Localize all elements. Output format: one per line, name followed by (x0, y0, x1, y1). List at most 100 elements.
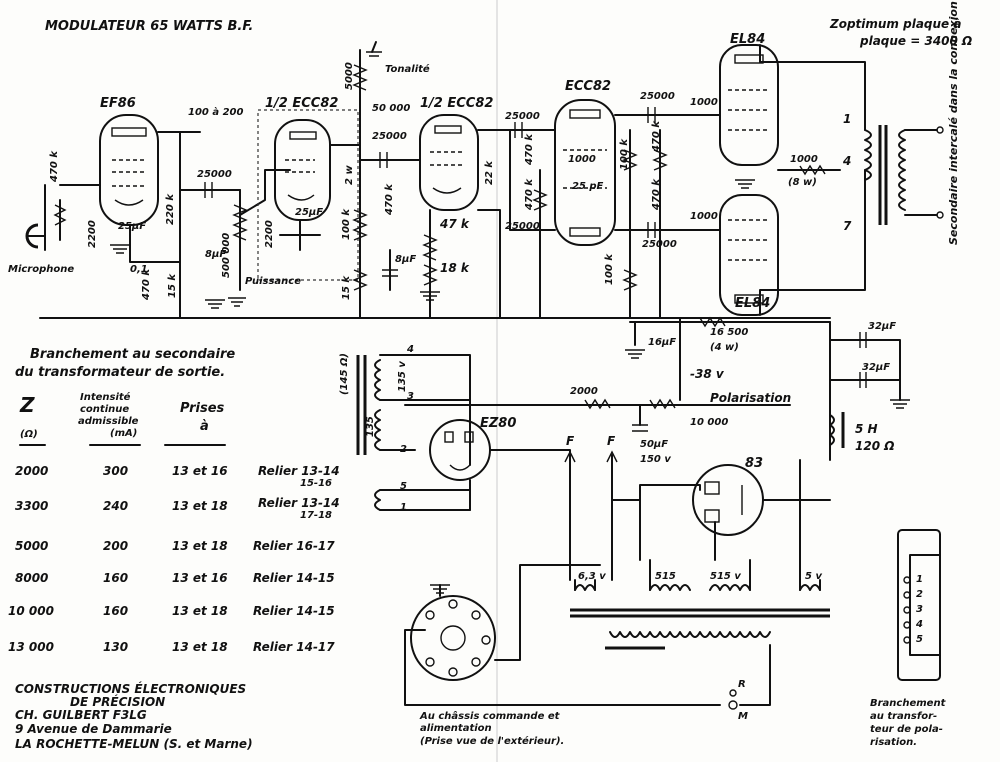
pin-1: 1 (916, 574, 923, 585)
footer-line2: DE PRÉCISION (70, 695, 166, 709)
cell-i: 200 (103, 539, 129, 553)
val-100k-a: 100 k (341, 208, 352, 240)
val-2000: 2000 (570, 386, 598, 397)
choke-5h (829, 414, 835, 446)
cell-i: 300 (103, 464, 129, 478)
val-8uf-b: 8µF (395, 254, 417, 265)
resistor-470k-mic (53, 204, 67, 226)
val-22k: 22 k (484, 160, 495, 185)
val-470k-c: 470 k (384, 183, 395, 215)
diagram-title: MODULATEUR 65 WATTS B.F. (45, 19, 254, 34)
M-label: M (738, 711, 748, 722)
val-4w: (4 w) (710, 342, 739, 353)
v135b-label: 135 (365, 416, 376, 437)
val-25uf-b: 25µF (295, 207, 324, 218)
ecc82-half-b-label: 1/2 ECC82 (420, 96, 494, 111)
chassis-socket (410, 595, 496, 681)
polarisation-label: Polarisation (710, 391, 792, 405)
cell-z: 2000 (15, 464, 49, 478)
sec-5: 5 (400, 481, 407, 492)
tube-83 (692, 464, 764, 536)
v515a-label: 515 (655, 571, 676, 582)
val-5000: 5000 (344, 62, 355, 90)
val-25000-e: 25000 (640, 91, 675, 102)
col-i-1: Intensité (80, 392, 131, 403)
choke-ohm-label: 120 Ω (855, 439, 895, 453)
cell-z: 3300 (15, 499, 49, 513)
val-47k: 47 k (440, 217, 469, 231)
f2-label: F (607, 434, 616, 448)
val-220k: 220 k (165, 193, 176, 225)
col-i-4: (mA) (110, 428, 138, 439)
cell-z: 10 000 (8, 604, 54, 618)
tonalite-label: Tonalité (385, 64, 430, 75)
ecc82-half-b (419, 114, 479, 211)
chassis-text-2: alimentation (420, 723, 492, 734)
cell-i: 240 (103, 499, 129, 513)
val-1000-c: 1000 (790, 154, 818, 165)
v135a-label: 135 v (397, 361, 408, 392)
bias-transformer (356, 354, 471, 511)
cell-r2: 17-18 (300, 510, 332, 521)
val-50uf: 50µF (640, 439, 669, 450)
ez80-label: EZ80 (480, 416, 517, 431)
el84-top-label: EL84 (730, 32, 766, 47)
cell-r1: Relier 14-15 (253, 571, 335, 585)
cell-r1: Relier 16-17 (253, 539, 335, 553)
col-i-3: admissible (78, 416, 139, 427)
val-1000-a: 1000 (690, 97, 718, 108)
val-16500: 16 500 (710, 327, 749, 338)
val-18k: 18 k (440, 261, 469, 275)
val-25000-f: 25000 (642, 239, 677, 250)
val-2200-b: 2200 (264, 220, 275, 248)
cell-r2: 15-16 (300, 478, 332, 489)
tone-potentiometer (352, 64, 368, 91)
zoptimum-line1: Zoptimum plaque à (830, 17, 962, 31)
cell-p: 13 et 18 (172, 604, 228, 618)
cell-i: 160 (103, 571, 129, 585)
chassis-text-3: (Prise vue de l'extérieur). (420, 736, 565, 747)
ecc82-half-a-label: 1/2 ECC82 (265, 96, 339, 111)
footer-line4: 9 Avenue de Dammarie (15, 722, 172, 736)
ecc82-tube (554, 99, 616, 246)
cell-z: 5000 (15, 539, 49, 553)
ef86-label: EF86 (100, 96, 136, 111)
ecc82-label: ECC82 (565, 79, 612, 94)
R-label: R (738, 679, 746, 690)
cell-p: 13 et 16 (172, 571, 228, 585)
volume-potentiometer (232, 204, 248, 241)
val-470k-b: 470 k (141, 268, 152, 300)
val-100k-c: 100 k (604, 253, 615, 285)
zoptimum-line2: plaque = 3400 Ω (860, 34, 973, 48)
val-8w: (8 w) (788, 177, 817, 188)
cell-i: 160 (103, 604, 129, 618)
v63-label: 6,3 v (578, 571, 606, 582)
cell-r1: Relier 13-14 (258, 496, 340, 510)
val-32uf-b: 32µF (862, 362, 891, 373)
cell-p: 13 et 18 (172, 640, 228, 654)
col-z: Z (20, 393, 35, 417)
val-25uf-a: 25µF (118, 221, 147, 232)
val-470k-f: 470 k (651, 120, 662, 152)
v5-label: 5 v (805, 571, 822, 582)
ef86-tube (99, 114, 159, 226)
val-01: 0,1 (130, 264, 148, 275)
choke-label: 5 H (855, 422, 878, 436)
footer-line1: CONSTRUCTIONS ÉLECTRONIQUES (15, 682, 247, 696)
val-470k-d: 470 k (524, 133, 535, 165)
pin-2: 2 (916, 589, 923, 600)
col-i-2: continue (80, 404, 130, 415)
cell-r1: Relier 13-14 (258, 464, 340, 478)
tap-1: 1 (843, 112, 852, 126)
val-100-200: 100 à 200 (188, 107, 244, 118)
val-8uf-a: 8µF (205, 249, 227, 260)
cell-i: 130 (103, 640, 129, 654)
sec-1: 1 (400, 502, 407, 513)
val-2w: 2 w (344, 165, 355, 185)
val-470k-g: 470 k (651, 178, 662, 210)
cell-r1: Relier 14-15 (253, 604, 335, 618)
pin-5: 5 (916, 634, 923, 645)
table-title-2: du transformateur de sortie. (15, 365, 226, 380)
